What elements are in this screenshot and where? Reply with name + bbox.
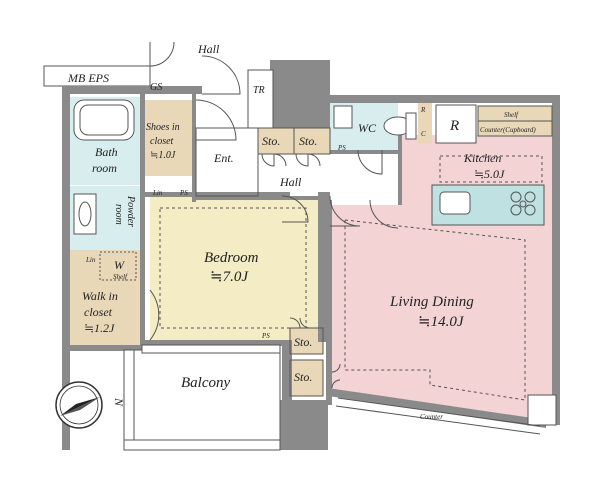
lin-label-1: Lin <box>152 189 163 197</box>
compass <box>55 381 103 429</box>
bathtub <box>73 99 135 141</box>
outlines <box>73 99 553 451</box>
ps-label-3: PS <box>261 332 270 340</box>
wc-label: WC <box>358 121 377 135</box>
ent-label: Ent. <box>213 151 234 165</box>
walk-in-label: Walk in <box>82 289 118 303</box>
bedroom-size: ≒7.0J <box>210 269 249 285</box>
small-shelf-r: R <box>420 106 426 114</box>
living-dining-fill <box>330 135 556 422</box>
bath-label-2: room <box>92 161 117 175</box>
washer-shelf-label: Shelf <box>113 273 128 281</box>
ps-label-1: PS <box>337 144 346 152</box>
storage-label-4: Sto. <box>294 370 312 384</box>
balcony-label: Balcony <box>181 375 230 391</box>
hall-top-label: Hall <box>197 42 220 56</box>
washer-label: W <box>114 258 125 272</box>
bath-label: Bath <box>95 145 118 159</box>
kitchen-sink <box>439 191 471 215</box>
shoes-closet-label: Shoes in <box>146 122 180 133</box>
walk-in-label-2: closet <box>84 305 113 319</box>
living-label: Living Dining <box>389 294 474 310</box>
kitchen-size: ≒5.0J <box>474 167 505 181</box>
small-shelves-fill <box>418 103 432 143</box>
hall-mid-label: Hall <box>279 175 302 189</box>
storage-label-2: Sto. <box>299 134 317 148</box>
gs-label: GS <box>150 82 162 93</box>
tr-label: TR <box>253 85 265 96</box>
counter-cupboard-label: Counter(Cupboard) <box>480 126 536 134</box>
powder-label: Powder <box>125 195 136 227</box>
walk-in-closet-fill <box>70 250 142 345</box>
walk-in-size: ≒1.2J <box>84 321 115 335</box>
labels: Hall MB EPS GS TR Shoes in closet ≒1.0J … <box>67 42 536 421</box>
balcony-area <box>123 349 281 451</box>
mb-eps-label: MB EPS <box>67 71 109 85</box>
north-label: N <box>112 397 126 407</box>
storage-label-1: Sto. <box>262 134 280 148</box>
ps-label-2: PS <box>179 189 188 197</box>
storage-fill-2 <box>290 328 323 354</box>
bedroom-label: Bedroom <box>204 250 259 266</box>
living-size: ≒14.0J <box>418 314 465 330</box>
kitchen-label: Kitchen <box>463 151 501 165</box>
small-shelf-c: C <box>421 130 426 138</box>
shoes-closet-fill <box>142 100 194 176</box>
storage-fill-3 <box>290 360 323 396</box>
powder-label-2: room <box>113 204 124 225</box>
counter-label: Counter <box>420 413 443 421</box>
shoes-closet-label-2: closet <box>150 136 174 147</box>
doors <box>149 41 399 389</box>
stove <box>510 191 536 216</box>
refrigerator-label: R <box>449 118 459 134</box>
storage-label-3: Sto. <box>294 335 312 349</box>
bedroom-fill <box>150 196 320 344</box>
walls <box>43 60 560 450</box>
lin-label-2: Lin <box>85 256 96 264</box>
shoes-closet-size: ≒1.0J <box>150 150 176 161</box>
shelf-label: Shelf <box>504 111 519 119</box>
